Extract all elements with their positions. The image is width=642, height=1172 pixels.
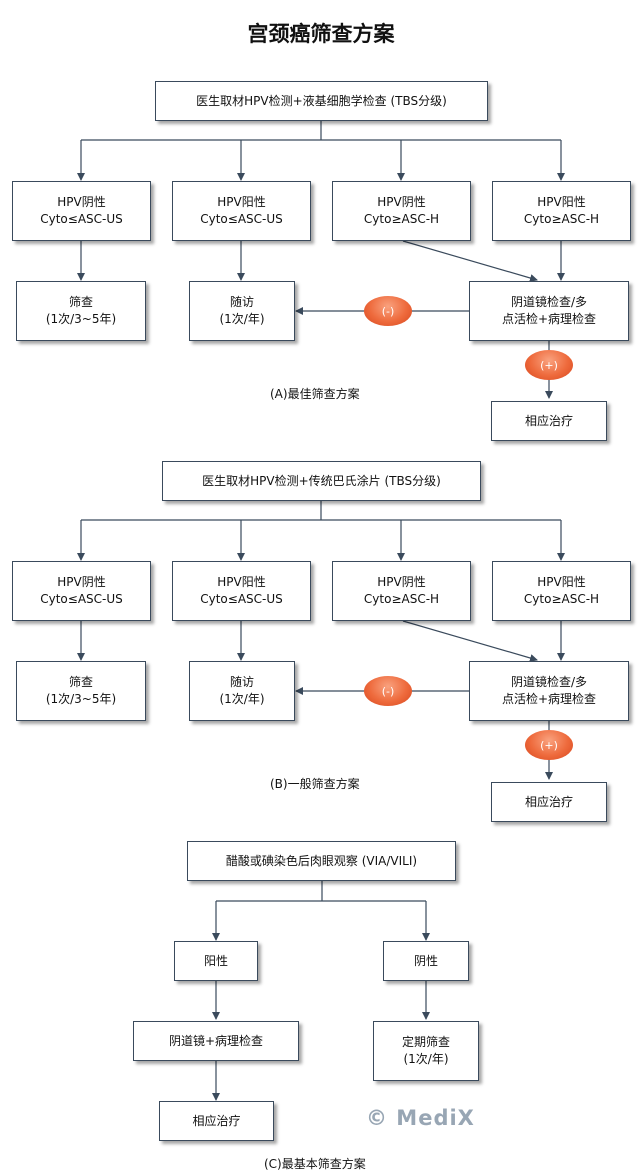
diagram-title: 宫颈癌筛查方案: [247, 21, 395, 46]
b-root-box: 医生取材HPV检测+传统巴氏涂片 (TBS分级): [162, 461, 481, 501]
a-hpv-pos-low-line1: HPV阳性: [217, 195, 266, 209]
b-hpv-pos-high-line2: Cyto≥ASC-H: [523, 592, 600, 606]
a-screen-line2: (1次/3~5年): [45, 312, 117, 326]
b-followup-box: 随访 (1次/年): [189, 661, 295, 721]
c-regular-line2: (1次/年): [403, 1052, 449, 1066]
a-root-box: 医生取材HPV检测+液基细胞学检查 (TBS分级): [155, 81, 488, 121]
a-hpv-pos-low-line2: Cyto≤ASC-US: [200, 212, 283, 226]
b-hpv-pos-low-line2: Cyto≤ASC-US: [200, 592, 283, 606]
b-screen-box: 筛查 (1次/3~5年): [16, 661, 146, 721]
b-negative-badge: (-): [364, 676, 412, 706]
a-positive-badge: (+): [525, 350, 573, 380]
a-colposcopy-box: 阴道镜检查/多 点活检+病理检查: [469, 281, 629, 341]
b-root-text: 医生取材HPV检测+传统巴氏涂片 (TBS分级): [202, 473, 441, 488]
b-hpv-pos-low-box: HPV阳性 Cyto≤ASC-US: [172, 561, 311, 621]
b-positive-badge: (+): [525, 730, 573, 760]
c-colposcopy-text: 阴道镜+病理检查: [168, 1033, 264, 1048]
a-treatment-box: 相应治疗: [491, 401, 607, 441]
c-colposcopy-box: 阴道镜+病理检查: [133, 1021, 299, 1061]
c-treatment-box: 相应治疗: [159, 1101, 274, 1141]
b-hpv-neg-low-line1: HPV阴性: [57, 575, 106, 589]
b-treatment-box: 相应治疗: [491, 782, 607, 822]
c-positive-text: 阳性: [203, 953, 228, 968]
a-hpv-neg-high-line2: Cyto≥ASC-H: [363, 212, 440, 226]
a-screen-line1: 筛查: [68, 295, 93, 309]
c-positive-box: 阳性: [174, 941, 258, 981]
b-treatment-text: 相应治疗: [524, 794, 573, 809]
a-hpv-neg-high-line1: HPV阴性: [377, 195, 426, 209]
b-followup-line2: (1次/年): [219, 692, 265, 706]
b-hpv-neg-low-line2: Cyto≤ASC-US: [40, 592, 123, 606]
a-screen-box: 筛查 (1次/3~5年): [16, 281, 146, 341]
b-hpv-pos-high-line1: HPV阳性: [537, 575, 586, 589]
b-hpv-neg-high-line1: HPV阴性: [377, 575, 426, 589]
a-hpv-neg-low-line2: Cyto≤ASC-US: [40, 212, 123, 226]
b-hpv-pos-low-line1: HPV阳性: [217, 575, 266, 589]
a-caption: (A)最佳筛查方案: [270, 387, 360, 401]
b-screen-line2: (1次/3~5年): [45, 692, 117, 706]
b-colposcopy-line1: 阴道镜检查/多: [510, 675, 588, 689]
a-hpv-pos-low-box: HPV阳性 Cyto≤ASC-US: [172, 181, 311, 241]
a-hpv-pos-high-line2: Cyto≥ASC-H: [523, 212, 600, 226]
a-negative-badge: (-): [364, 296, 412, 326]
c-regular-box: 定期筛查 (1次/年): [373, 1021, 479, 1081]
a-hpv-pos-high-line1: HPV阳性: [537, 195, 586, 209]
a-root-text: 医生取材HPV检测+液基细胞学检查 (TBS分级): [196, 93, 447, 108]
c-negative-text: 阴性: [413, 953, 438, 968]
a-treatment-text: 相应治疗: [524, 413, 573, 428]
a-colposcopy-line2: 点活检+病理检查: [501, 312, 597, 326]
c-treatment-text: 相应治疗: [192, 1113, 241, 1128]
c-regular-line1: 定期筛查: [401, 1035, 450, 1049]
c-negative-box: 阴性: [383, 941, 469, 981]
c-root-text: 醋酸或碘染色后肉眼观察 (VIA/VILI): [225, 853, 418, 868]
b-hpv-neg-high-box: HPV阴性 Cyto≥ASC-H: [332, 561, 471, 621]
c-root-box: 醋酸或碘染色后肉眼观察 (VIA/VILI): [187, 841, 456, 881]
b-screen-line1: 筛查: [68, 675, 93, 689]
a-hpv-neg-high-box: HPV阴性 Cyto≥ASC-H: [332, 181, 471, 241]
a-hpv-pos-high-box: HPV阳性 Cyto≥ASC-H: [492, 181, 631, 241]
b-colposcopy-line2: 点活检+病理检查: [501, 692, 597, 706]
a-followup-line1: 随访: [229, 295, 254, 309]
a-followup-box: 随访 (1次/年): [189, 281, 295, 341]
a-followup-line2: (1次/年): [219, 312, 265, 326]
b-hpv-pos-high-box: HPV阳性 Cyto≥ASC-H: [492, 561, 631, 621]
b-colposcopy-box: 阴道镜检查/多 点活检+病理检查: [469, 661, 629, 721]
a-hpv-neg-low-box: HPV阴性 Cyto≤ASC-US: [12, 181, 151, 241]
a-colposcopy-line1: 阴道镜检查/多: [510, 295, 588, 309]
medix-watermark: © MediX: [366, 1106, 475, 1130]
c-caption: (C)最基本筛查方案: [264, 1157, 366, 1171]
b-followup-line1: 随访: [229, 675, 254, 689]
b-caption: (B)一般筛查方案: [270, 777, 360, 791]
a-hpv-neg-low-line1: HPV阴性: [57, 195, 106, 209]
b-hpv-neg-high-line2: Cyto≥ASC-H: [363, 592, 440, 606]
b-hpv-neg-low-box: HPV阴性 Cyto≤ASC-US: [12, 561, 151, 621]
